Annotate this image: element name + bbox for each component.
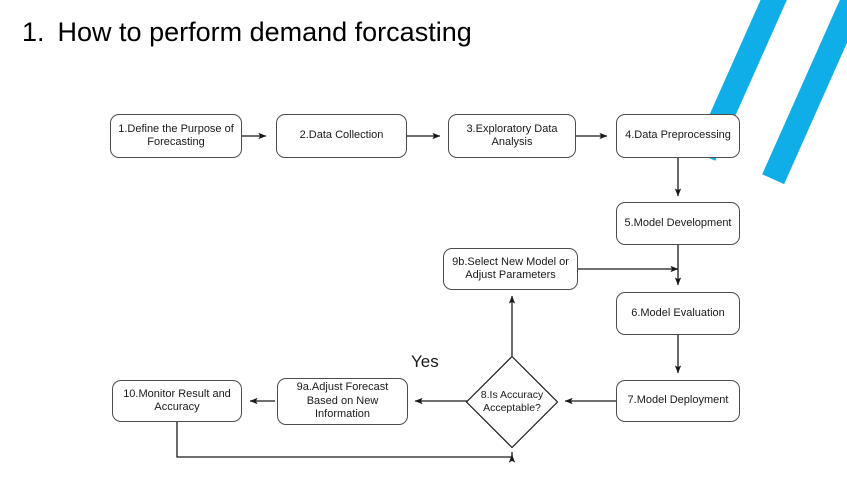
flow-node-label: 5.Model Development bbox=[624, 216, 732, 229]
flow-node-adjust-forecast[interactable]: 9a.Adjust Forecast Based on New Informat… bbox=[277, 378, 408, 425]
flow-node-label: 6.Model Evaluation bbox=[631, 306, 725, 319]
flow-node-label: 9a.Adjust Forecast Based on New Informat… bbox=[296, 381, 389, 421]
flow-node-model-deployment[interactable]: 7.Model Deployment bbox=[616, 380, 740, 422]
flow-node-monitor-result[interactable]: 10.Monitor Result and Accuracy bbox=[112, 380, 242, 422]
page-title: 1. How to perform demand forcasting bbox=[22, 17, 472, 48]
flow-node-label: 8.Is Accuracy Acceptable? bbox=[480, 388, 544, 414]
flow-node-label: 3.Exploratory Data Analysis bbox=[466, 122, 558, 148]
title-text: How to perform demand forcasting bbox=[57, 17, 472, 47]
flow-node-label: 10.Monitor Result and Accuracy bbox=[123, 387, 231, 413]
flow-node-data-collection[interactable]: 2.Data Collection bbox=[276, 114, 407, 158]
flow-node-label: 4.Data Preprocessing bbox=[625, 129, 731, 142]
flow-node-label: 9b.Select New Model or Adjust Parameters bbox=[452, 255, 569, 281]
blue-diagonal-stripe-icon bbox=[762, 0, 847, 185]
flow-node-accuracy-decision[interactable]: 8.Is Accuracy Acceptable? bbox=[465, 355, 559, 449]
edge-label-yes: Yes bbox=[411, 352, 439, 371]
flow-node-label: 2.Data Collection bbox=[299, 129, 384, 142]
flow-node-define-purpose[interactable]: 1.Define the Purpose of Forecasting bbox=[110, 114, 242, 158]
flow-node-select-new-model[interactable]: 9b.Select New Model or Adjust Parameters bbox=[443, 248, 578, 290]
flow-node-data-preprocessing[interactable]: 4.Data Preprocessing bbox=[616, 114, 740, 158]
flow-node-model-evaluation[interactable]: 6.Model Evaluation bbox=[616, 292, 740, 335]
flow-node-exploratory-analysis[interactable]: 3.Exploratory Data Analysis bbox=[448, 114, 576, 158]
title-number: 1. bbox=[22, 17, 45, 47]
flow-node-model-development[interactable]: 5.Model Development bbox=[616, 202, 740, 245]
flow-node-label: 1.Define the Purpose of Forecasting bbox=[118, 122, 234, 148]
flow-node-label: 7.Model Deployment bbox=[627, 394, 729, 407]
